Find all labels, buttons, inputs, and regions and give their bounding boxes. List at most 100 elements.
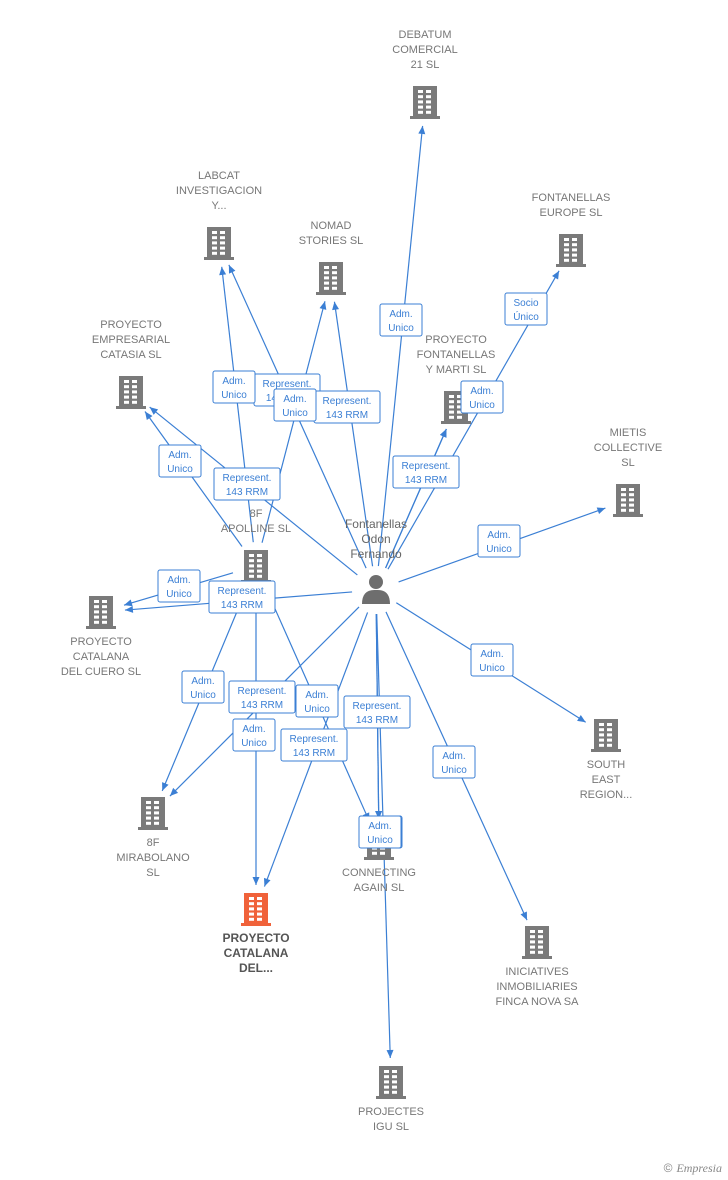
building-icon[interactable] bbox=[116, 376, 146, 409]
edge-label[interactable]: Adm.Unico bbox=[460, 380, 504, 414]
company-name-line: PROYECTO bbox=[70, 636, 132, 648]
edge-arrowhead bbox=[418, 125, 426, 135]
building-icon[interactable] bbox=[410, 86, 440, 119]
edge-label-text: Adm.Unico bbox=[388, 309, 414, 334]
edge-label[interactable]: Represent.143 RRM bbox=[313, 390, 381, 424]
edge-label-line: Unico bbox=[367, 835, 393, 846]
building-icon[interactable] bbox=[613, 484, 643, 517]
edge-label[interactable]: Adm.Unico bbox=[295, 684, 339, 718]
edge-label[interactable]: Adm.Unico bbox=[157, 569, 201, 603]
edge-label-line: Adm. bbox=[242, 724, 265, 735]
edge-label[interactable]: Adm.Unico bbox=[470, 643, 514, 677]
company-name-line: EAST bbox=[592, 774, 621, 786]
edge-label-text: Adm.Unico bbox=[221, 376, 247, 401]
edge-label[interactable]: Adm.Unico bbox=[358, 815, 402, 849]
edge-label-box bbox=[295, 684, 339, 718]
edge-label-line: Unico bbox=[304, 704, 330, 715]
edge-label-line: Unico bbox=[441, 765, 467, 776]
building-icon[interactable] bbox=[138, 797, 168, 830]
edge-label-line: Unico bbox=[282, 408, 308, 419]
edge-label-line: Socio bbox=[513, 298, 538, 309]
edge-label-text: Adm.Unico bbox=[469, 386, 495, 411]
company-name-line: 8F bbox=[250, 508, 263, 520]
edge-label-box bbox=[280, 728, 348, 762]
edge-label[interactable]: Represent.143 RRM bbox=[213, 467, 281, 501]
edge-label-box bbox=[343, 695, 411, 729]
edge-label[interactable]: Represent.143 RRM bbox=[343, 695, 411, 729]
edge-arrowhead bbox=[439, 428, 447, 438]
edge-label[interactable]: Represent.143 RRM bbox=[228, 680, 296, 714]
edge-label[interactable]: Adm.Unico bbox=[477, 524, 521, 558]
company-name-line: MIRABOLANO bbox=[116, 852, 190, 864]
edge-label[interactable]: Adm.Unico bbox=[181, 670, 225, 704]
edge-line bbox=[261, 301, 326, 543]
building-icon[interactable] bbox=[86, 596, 116, 629]
person-icon[interactable] bbox=[362, 575, 390, 604]
building-icon[interactable] bbox=[376, 1066, 406, 1099]
edge-line bbox=[385, 428, 447, 569]
building-icon[interactable] bbox=[241, 893, 271, 926]
edge-label-line: Represent. bbox=[323, 396, 372, 407]
edge-label-line: Unico bbox=[167, 464, 193, 475]
building-icon[interactable] bbox=[591, 719, 621, 752]
edge-label-text: Represent.143 RRM bbox=[290, 734, 339, 759]
edge-label[interactable]: Adm.Unico bbox=[232, 718, 276, 752]
company-name-line: MIETIS bbox=[610, 427, 647, 439]
building-icon[interactable] bbox=[556, 234, 586, 267]
edge-label-text: Adm.Unico bbox=[441, 751, 467, 776]
edge-label-line: Adm. bbox=[168, 450, 191, 461]
edge-label-text: Represent.143 RRM bbox=[402, 461, 451, 486]
edge-label[interactable]: Represent.143 RRM bbox=[280, 728, 348, 762]
edge-label-line: 143 RRM bbox=[221, 600, 263, 611]
edge-label-line: Adm. bbox=[480, 649, 503, 660]
edge-arrowhead bbox=[332, 301, 340, 311]
edge-label[interactable]: Adm. Unico bbox=[158, 444, 202, 478]
edge-arrowhead bbox=[252, 877, 260, 885]
edge-label[interactable]: Adm.Unico bbox=[432, 745, 476, 779]
edge-arrowhead bbox=[124, 599, 133, 607]
edge-label-line: Unico bbox=[469, 400, 495, 411]
edge-label[interactable]: Represent.143 RRM bbox=[392, 455, 460, 489]
edge-label[interactable]: Represent.143 RRM bbox=[208, 580, 276, 614]
edge-label[interactable]: Adm.Unico bbox=[379, 303, 423, 337]
building-icon[interactable] bbox=[241, 550, 271, 583]
edge-label-text: Represent.143 RRM bbox=[353, 701, 402, 726]
building-icon[interactable] bbox=[522, 926, 552, 959]
building-icon[interactable] bbox=[204, 227, 234, 260]
edge-label-text: Adm.Unico bbox=[486, 530, 512, 555]
building-icon[interactable] bbox=[316, 262, 346, 295]
edge-arrowhead bbox=[520, 911, 528, 921]
edge-label[interactable]: Adm.Unico bbox=[212, 370, 256, 404]
edge-label-box bbox=[470, 643, 514, 677]
edge-arrowhead bbox=[228, 264, 236, 274]
edge-label[interactable]: Adm.Unico bbox=[273, 388, 317, 422]
company-name-line: FINCA NOVA SA bbox=[496, 996, 580, 1008]
edge-arrowhead bbox=[596, 507, 606, 515]
company-name-line: IGU SL bbox=[373, 1121, 409, 1133]
company-name-line: Y MARTI SL bbox=[426, 364, 487, 376]
edge-label-text: Adm. Unico bbox=[167, 450, 193, 475]
